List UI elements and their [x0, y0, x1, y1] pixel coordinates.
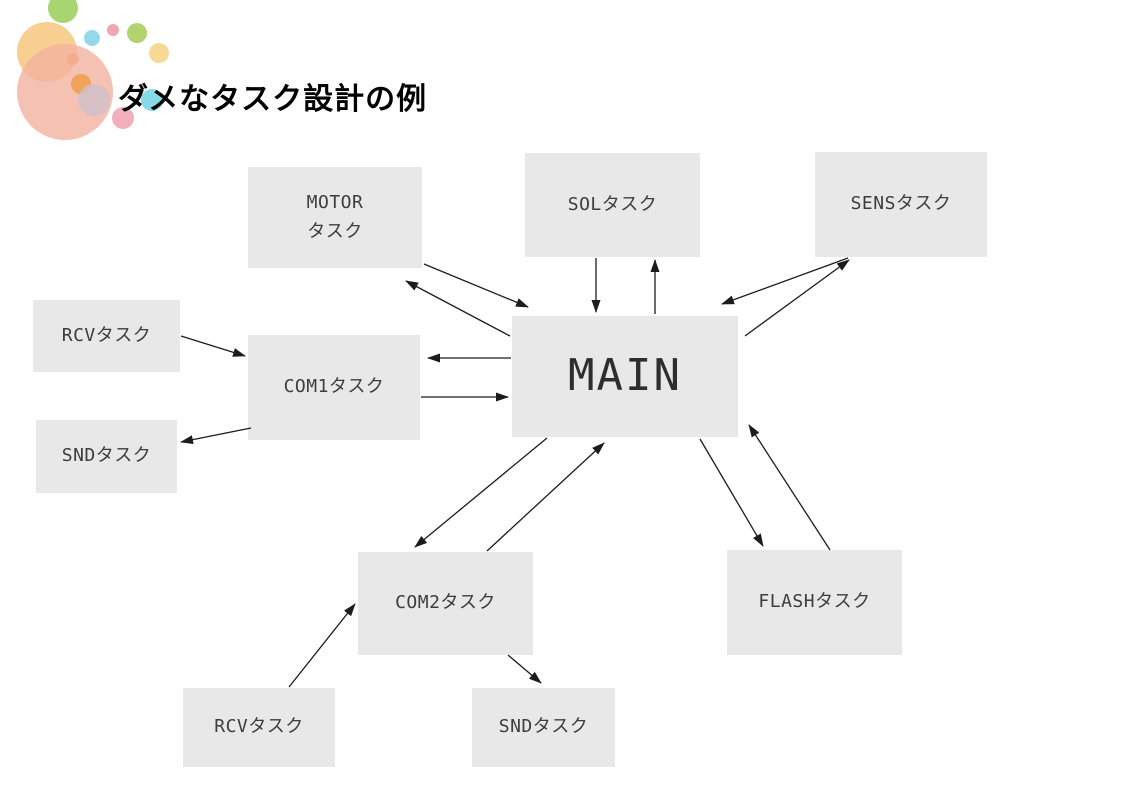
- task-node-sens-task: SENSタスク: [815, 152, 987, 257]
- arrow-motor-task-to-main: [423, 263, 529, 308]
- task-node-motor-task: MOTOR タスク: [248, 167, 422, 268]
- task-node-label: SNDタスク: [61, 445, 152, 467]
- task-node-rcv-task-2: RCVタスク: [183, 688, 335, 767]
- task-node-label: タスク: [307, 220, 363, 242]
- task-node-snd-task-1: SNDタスク: [36, 420, 177, 493]
- decorative-circle: [112, 107, 134, 129]
- decorative-circle: [84, 30, 100, 46]
- decorative-circle: [107, 24, 119, 36]
- task-node-label: SENSタスク: [850, 193, 952, 215]
- arrow-com2-task-to-snd-task-2: [507, 654, 542, 684]
- task-node-label: RCVタスク: [214, 716, 304, 738]
- arrow-rcv-task-2-to-com2-task: [288, 603, 356, 688]
- decorative-circle: [141, 89, 163, 111]
- decorative-circle: [48, 0, 78, 23]
- task-node-sol-task: SOLタスク: [525, 153, 700, 257]
- arrow-main-to-sens-task: [744, 259, 850, 337]
- task-node-label: MAIN: [568, 350, 682, 402]
- arrow-main-to-flash-task: [699, 438, 764, 547]
- decorative-circle: [78, 84, 110, 116]
- task-node-label: COM1タスク: [283, 376, 385, 398]
- task-node-label: FLASHタスク: [758, 591, 871, 613]
- task-node-snd-task-2: SNDタスク: [472, 688, 615, 767]
- arrow-flash-task-to-main: [748, 424, 831, 551]
- task-node-label: MOTOR: [306, 191, 364, 213]
- task-node-flash-task: FLASHタスク: [727, 550, 902, 655]
- page-title: ダメなタスク設計の例: [118, 82, 428, 118]
- task-node-label: SNDタスク: [498, 716, 589, 738]
- decorative-circle: [127, 23, 147, 43]
- task-node-main: MAIN: [512, 316, 738, 437]
- arrow-main-to-motor-task: [405, 280, 511, 337]
- arrow-main-to-com2-task: [414, 437, 548, 548]
- task-node-rcv-task-1: RCVタスク: [33, 300, 180, 372]
- decorative-circle: [149, 43, 169, 63]
- arrow-sens-task-to-main: [721, 257, 849, 305]
- task-node-label: RCVタスク: [61, 324, 152, 346]
- arrow-rcv-task-1-to-com1-task: [180, 335, 246, 357]
- arrow-com2-task-to-main: [486, 442, 605, 552]
- task-node-label: SOLタスク: [567, 193, 658, 215]
- task-node-com2-task: COM2タスク: [358, 552, 533, 655]
- task-node-label: COM2タスク: [395, 592, 496, 614]
- arrow-com1-task-to-snd-task-1: [180, 427, 252, 445]
- task-node-com1-task: COM1タスク: [248, 335, 420, 440]
